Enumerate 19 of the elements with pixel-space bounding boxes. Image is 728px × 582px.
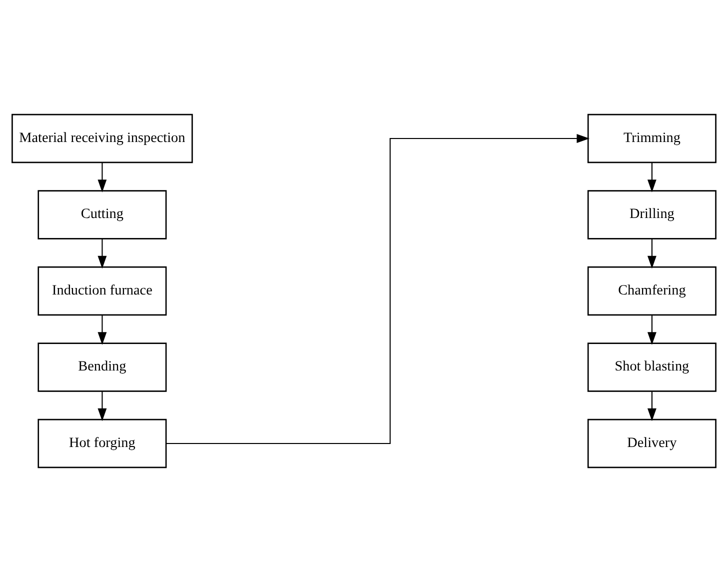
arrow: [166, 134, 590, 444]
node-box: Delivery: [587, 418, 716, 468]
arrow: [98, 238, 107, 269]
node-box: Drilling: [587, 190, 716, 240]
node-box: Material receiving inspection: [12, 114, 193, 164]
node-box: Hot forging: [38, 418, 167, 468]
arrow: [98, 391, 107, 422]
node-box: Shot blasting: [587, 342, 716, 392]
arrow: [647, 315, 656, 345]
node-box: Chamfering: [587, 266, 716, 316]
arrow: [647, 391, 656, 422]
arrow: [98, 315, 107, 345]
node-box: Cutting: [38, 190, 167, 240]
arrow: [98, 162, 107, 192]
arrow: [647, 162, 656, 192]
arrow: [647, 238, 656, 269]
node-box: Bending: [38, 342, 167, 392]
node-box: Induction furnace: [38, 266, 167, 316]
node-box: Trimming: [587, 114, 716, 164]
